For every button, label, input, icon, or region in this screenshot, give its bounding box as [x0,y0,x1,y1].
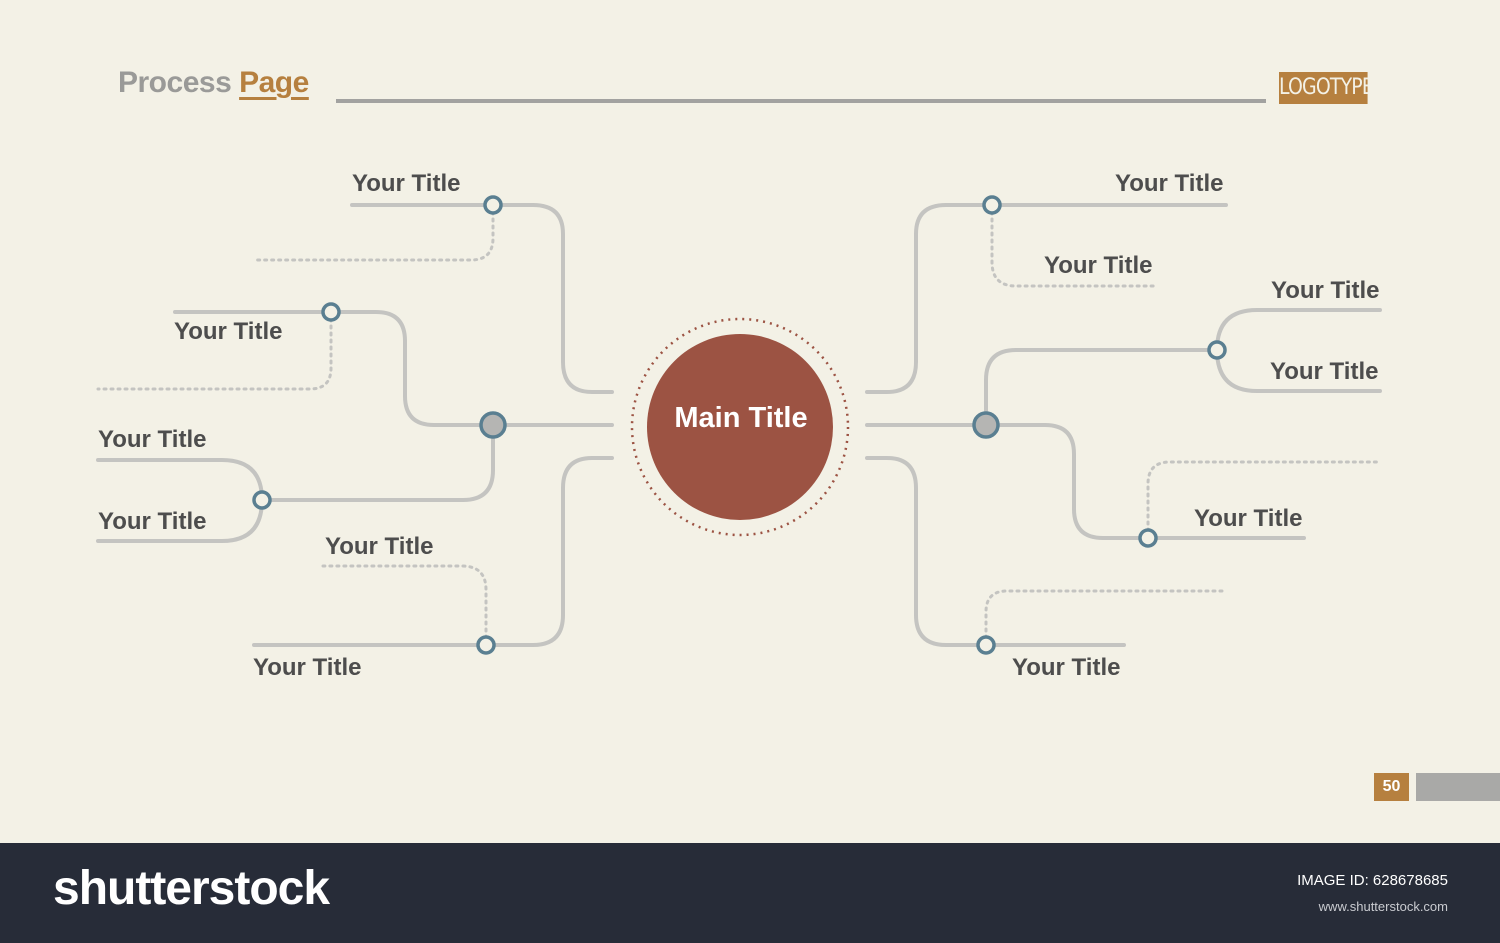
dotted-connector [96,310,333,391]
connector [173,310,495,427]
page-title: Process Page [118,66,309,100]
branch-label: Your Title [1044,252,1153,279]
dotted-connector [984,589,1225,647]
branch-label: Your Title [1194,505,1303,532]
node [476,635,496,655]
branch-label: Your Title [1012,654,1121,681]
title-word-page: Page [239,66,309,99]
connector [491,203,614,394]
page-number: 50 [1374,773,1409,801]
slide: Process Page LOGOTYPE [96,66,1500,801]
branch-label: Your Title [1271,277,1380,304]
node [321,302,341,322]
branch-label: Your Title [352,170,461,197]
main-title-label: Main Title [674,402,808,434]
logotype: LOGOTYPE [1279,72,1374,104]
node [976,635,996,655]
connector [865,456,1126,647]
image-id: IMAGE ID: 628678685 [1297,872,1448,889]
node [252,490,272,510]
hub-node [972,411,1000,439]
connector [252,456,614,647]
connector [96,458,264,502]
connector [260,423,495,502]
connector [865,203,1228,394]
branch-label: Your Title [325,533,434,560]
site-url: www.shutterstock.com [1318,899,1448,914]
node [1207,340,1227,360]
node [1138,528,1158,548]
connector [984,423,1306,540]
connector [1215,308,1382,352]
branch-label: Your Title [253,654,362,681]
dotted-connector [253,203,495,262]
node [982,195,1002,215]
footer-brand: shutterstock [53,862,330,915]
header-divider [336,99,1266,103]
footer-bar: shutterstock IMAGE ID: 628678685 www.shu… [0,843,1500,943]
title-word-process: Process [118,66,232,99]
mind-map [96,195,1382,655]
dotted-connector [1146,460,1380,540]
page-number-bar [1416,773,1500,801]
branch-label: Your Title [98,426,207,453]
branch-label: Your Title [98,508,207,535]
branch-label: Your Title [1270,358,1379,385]
dotted-connector [990,203,1158,288]
center-circle [647,334,833,520]
node [483,195,503,215]
hub-node [479,411,507,439]
branch-label: Your Title [174,318,283,345]
center-dotted-ring [630,317,850,537]
connector [984,348,1219,427]
dotted-connector [321,564,488,647]
branch-label: Your Title [1115,170,1224,197]
